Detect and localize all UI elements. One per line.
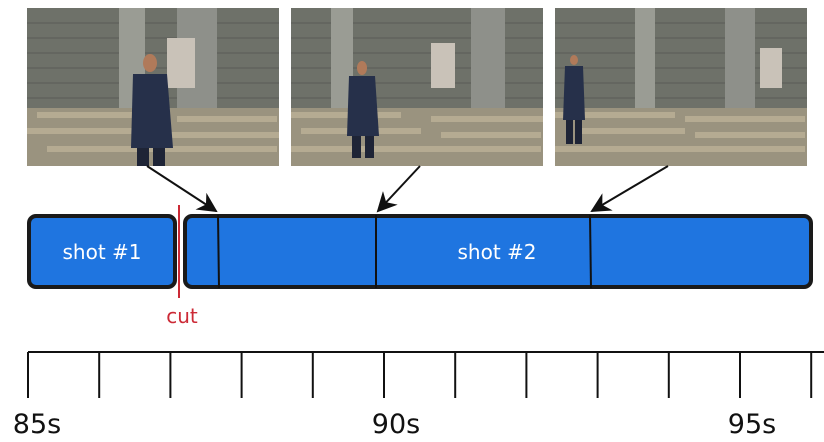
cut-label: cut — [166, 304, 198, 328]
shot-1-label: shot #1 — [62, 240, 141, 264]
frame-2-arrow — [376, 165, 421, 213]
frame-3-image — [555, 8, 807, 166]
shot-2-label: shot #2 — [457, 240, 536, 264]
tick-label-95s: 95s — [728, 409, 776, 440]
frame-thumbnail-1 — [27, 8, 279, 166]
frame-1-arrow — [146, 165, 218, 213]
tick-label-85s: 85s — [13, 409, 61, 440]
timeline-ticks — [27, 352, 813, 398]
shot-1-box — [27, 214, 177, 289]
shot-2-box — [183, 214, 813, 289]
frame-thumbnail-2 — [291, 8, 543, 166]
frame-2-image — [291, 8, 543, 166]
frame-thumbnail-3 — [555, 8, 807, 166]
tick-label-90s: 90s — [372, 409, 420, 440]
frame-3-arrow — [590, 165, 669, 213]
frame-3-marker — [589, 214, 592, 289]
frame-1-image — [27, 8, 279, 166]
frame-1-marker — [217, 214, 220, 289]
